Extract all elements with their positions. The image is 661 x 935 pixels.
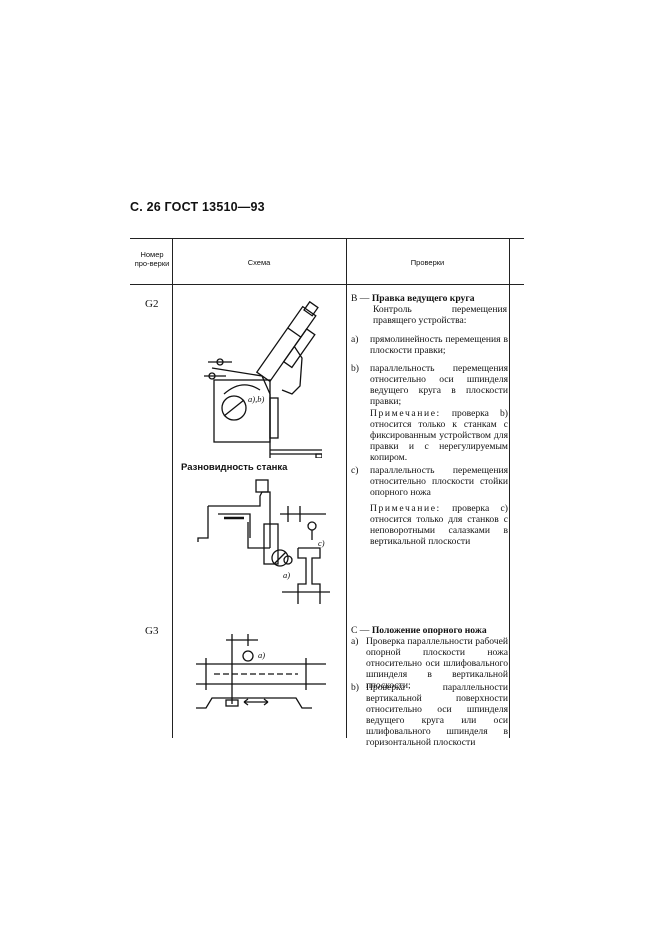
g2-section-intro: Контроль перемещения правящего устройств…: [373, 304, 507, 326]
g2-item-b-marker: b): [351, 363, 359, 374]
g2-note1: Примечание: проверка b) относится только…: [370, 408, 508, 463]
g2-label-c: c): [318, 538, 325, 548]
g2-note1-label: Примечание:: [370, 408, 441, 419]
column-divider-3: [509, 238, 510, 738]
g2-label-a2: a): [283, 570, 291, 580]
g3-item-b-marker: b): [351, 682, 359, 693]
column-divider-1: [172, 238, 173, 738]
g2-note1-text: проверка b) относится только к станкам с…: [370, 408, 508, 463]
header-number: Номер про-верки: [134, 250, 170, 268]
g2-section-title: Правка ведущего круга: [371, 293, 475, 304]
header-scheme: Схема: [247, 258, 271, 267]
g3-section-title: Положение опорного ножа: [371, 625, 487, 636]
g3-item-b-text: Проверка параллельности вертикальной пов…: [366, 682, 508, 748]
g3-section-letter: C —: [351, 625, 370, 636]
g2-item-b-text: параллельность перемещения относительно …: [370, 363, 508, 407]
table-header-rule: [130, 284, 524, 285]
column-divider-2: [346, 238, 347, 738]
g2-item-a-text: прямолинейность перемещения в плоскости …: [370, 334, 508, 356]
table-top-rule: [130, 238, 524, 239]
g2-section: B — Правка ведущего круга: [351, 293, 509, 304]
g2-scheme-drawing-top: [204, 300, 322, 458]
g3-scheme-drawing: [196, 634, 326, 709]
g3-item-a-text: Проверка параллельности рабочей опорной …: [366, 636, 508, 691]
g2-note2-text: проверка c) относится только для станков…: [370, 503, 508, 547]
g3-section: C — Положение опорного ножа: [351, 625, 509, 636]
g2-item-c-text: параллельность перемещения относительно …: [370, 465, 508, 498]
g2-variant-caption: Разновидность станка: [181, 462, 288, 473]
header-checks: Проверки: [410, 258, 445, 267]
g2-item-c-marker: c): [351, 465, 359, 476]
g2-label-ab: a),b): [248, 394, 265, 404]
g2-scheme-drawing-variant: [197, 479, 330, 604]
g2-note2-label: Примечание:: [370, 503, 441, 514]
row-number-g2: G2: [145, 298, 159, 310]
g2-item-a-marker: a): [351, 334, 359, 345]
g3-label-a: a): [258, 650, 266, 660]
row-number-g3: G3: [145, 625, 159, 637]
g2-note2: Примечание: проверка c) относится только…: [370, 503, 508, 547]
g2-section-letter: B —: [351, 293, 370, 304]
page-header: С. 26 ГОСТ 13510—93: [130, 200, 265, 214]
g3-item-a-marker: a): [351, 636, 359, 647]
